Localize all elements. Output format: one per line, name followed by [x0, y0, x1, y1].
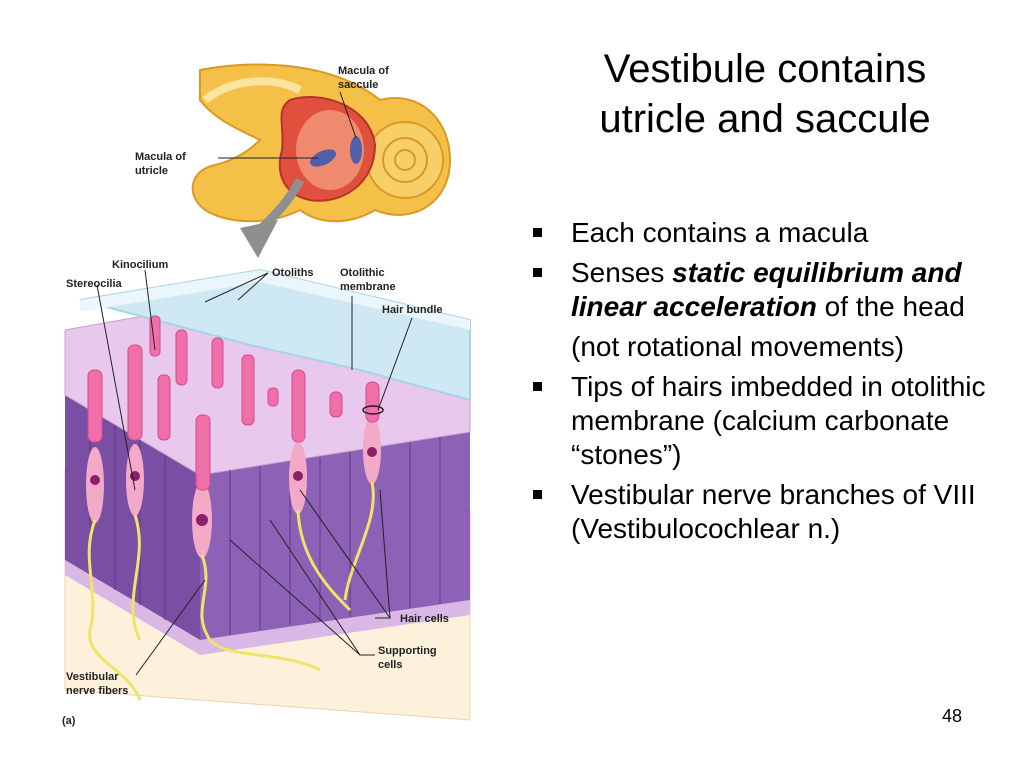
label-vestibular-nerve: Vestibular — [66, 671, 119, 683]
label-macula-utricle-2: utricle — [135, 165, 168, 177]
bullet-text-prefix: Senses — [571, 257, 673, 288]
leader-lines — [96, 269, 413, 676]
label-otolithic-membrane: Otolithic — [340, 267, 385, 279]
bullet-item: Senses static equilibrium and linear acc… — [533, 256, 1013, 324]
label-supporting-cells-2: cells — [378, 659, 402, 671]
bullet-marker-icon — [533, 228, 542, 237]
page-number: 48 — [942, 706, 963, 726]
bullet-list: Each contains a macula Senses static equ… — [533, 216, 1013, 552]
nerve-fibers — [87, 481, 375, 701]
label-vestibular-nerve-2: nerve fibers — [66, 685, 128, 697]
label-stereocilia: Stereocilia — [66, 278, 123, 290]
bullet-marker-icon — [533, 382, 542, 391]
title-line-1: Vestibule contains — [603, 47, 927, 91]
bullet-item: Each contains a macula — [533, 216, 1013, 250]
bullet-emphasis: static equilibrium and linear accelerati… — [571, 257, 962, 322]
bullet-text: Vestibular nerve branches of VIII (Vesti… — [571, 479, 976, 544]
label-otoliths: Otoliths — [272, 267, 314, 279]
label-hair-bundle: Hair bundle — [382, 304, 443, 316]
bullet-text: Each contains a macula — [571, 217, 869, 248]
macula-illustration: Macula of saccule Macula of utricle Kino… — [62, 63, 471, 727]
label-supporting-cells: Supporting — [378, 645, 437, 657]
inner-ear-inset — [191, 63, 452, 258]
hair-bundles — [87, 315, 380, 491]
label-otolithic-membrane-2: membrane — [340, 281, 396, 293]
bullet-text: Tips of hairs imbedded in otolithic memb… — [571, 371, 986, 470]
hair-cells — [86, 416, 381, 558]
vestibule-figure: Macula of saccule Macula of utricle Kino… — [62, 63, 471, 727]
label-kinocilium: Kinocilium — [112, 259, 168, 271]
label-macula-saccule-2: saccule — [338, 79, 378, 91]
label-macula-utricle: Macula of — [135, 151, 186, 163]
bullet-marker-icon — [533, 268, 542, 277]
bullet-item: Tips of hairs imbedded in otolithic memb… — [533, 370, 1013, 472]
bullet-text-suffix: of the head — [816, 291, 965, 322]
title-line-2: utricle and saccule — [599, 97, 931, 141]
bullet-subtext: (not rotational movements) — [571, 331, 905, 362]
label-hair-cells: Hair cells — [400, 613, 449, 625]
label-macula-saccule: Macula of — [338, 65, 389, 77]
bullet-item: Vestibular nerve branches of VIII (Vesti… — [533, 478, 1013, 546]
slide-title: Vestibule contains utricle and saccule — [545, 44, 985, 144]
bullet-marker-icon — [533, 490, 542, 499]
label-panel-a: (a) — [62, 715, 76, 727]
